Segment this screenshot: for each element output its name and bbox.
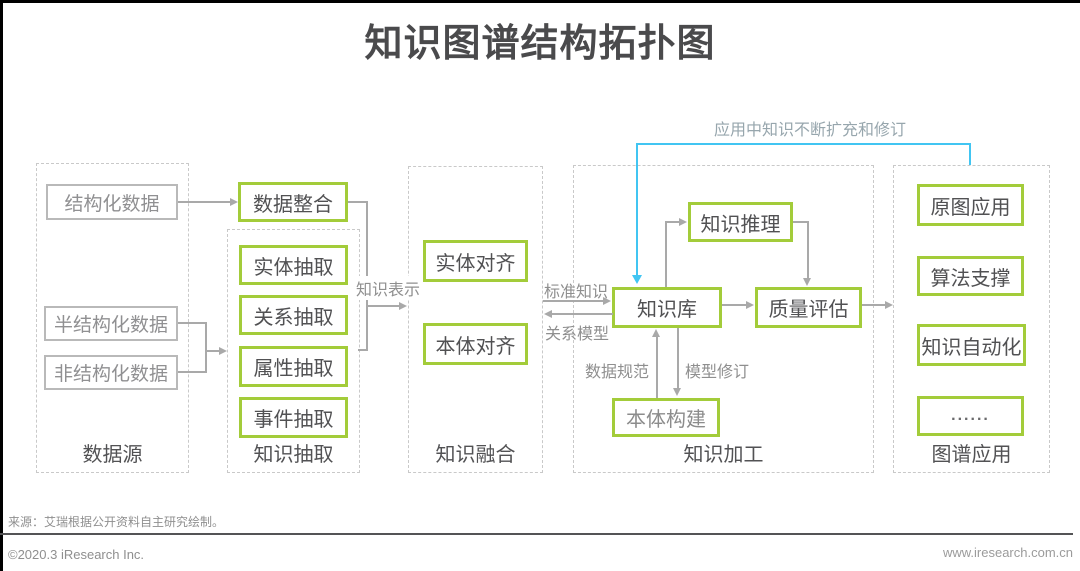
box-label: 知识推理 [700, 213, 781, 236]
section-knowledge-extraction: 知识抽取 [227, 229, 360, 473]
footer-divider [0, 533, 1073, 535]
edge-label-knowledge-representation: 知识表示 [354, 276, 423, 300]
box-label: 质量评估 [768, 299, 849, 321]
frame-border-top [0, 0, 1080, 3]
footer-copyright: ©2020.3 iResearch Inc. [8, 547, 145, 562]
box-label: 实体对齐 [435, 252, 516, 275]
connector-line [178, 371, 206, 373]
edge-label-standard-knowledge: 标准知识 [544, 284, 609, 301]
arrowhead-down-icon [673, 388, 681, 396]
box-quality-evaluation: 质量评估 [755, 287, 862, 328]
section-label-knowledge-extraction: 知识抽取 [253, 444, 334, 466]
edge-label-relation-model: 关系模型 [545, 326, 610, 343]
box-label: 事件抽取 [253, 409, 334, 431]
box-label: 原图应用 [930, 196, 1011, 219]
connector-line [656, 337, 658, 398]
section-data-source: 数据源 [36, 163, 189, 473]
feedback-line [636, 143, 971, 145]
box-ontology-construction: 本体构建 [612, 398, 720, 437]
connector-line [206, 350, 220, 352]
connector-line [722, 304, 747, 306]
arrowhead-down-icon [803, 278, 811, 286]
connector-line [366, 305, 400, 307]
arrowhead-right-icon [885, 301, 893, 309]
box-label: 非结构化数据 [53, 364, 168, 385]
arrowhead-right-icon [230, 198, 238, 206]
box-knowledge-automation: 知识自动化 [917, 324, 1026, 366]
connector-line [543, 300, 604, 302]
box-label: 结构化数据 [64, 193, 160, 215]
box-label: 实体抽取 [253, 256, 334, 279]
connector-line [677, 328, 679, 388]
section-knowledge-processing: 知识加工 [573, 165, 874, 473]
arrowhead-up-icon [652, 329, 660, 337]
connector-line [358, 349, 367, 351]
section-knowledge-fusion: 知识融合 [408, 166, 543, 473]
section-label-data-source: 数据源 [82, 444, 143, 466]
box-event-extraction: 事件抽取 [239, 397, 348, 438]
arrowhead-right-icon [746, 301, 754, 309]
feedback-label: 应用中知识不断扩充和修订 [713, 122, 906, 139]
footer-website: www.iresearch.com.cn [942, 545, 1073, 560]
arrowhead-right-icon [679, 218, 687, 226]
section-graph-application: 图谱应用 [893, 165, 1050, 473]
box-attribute-extraction: 属性抽取 [239, 346, 348, 387]
arrowhead-left-icon [544, 310, 552, 318]
box-label: 数据整合 [253, 193, 333, 216]
box-label: 半结构化数据 [53, 315, 168, 336]
arrowhead-right-icon [399, 302, 407, 310]
box-label: 知识库 [637, 299, 697, 321]
box-original-graph-application: 原图应用 [917, 184, 1024, 226]
section-label-knowledge-processing: 知识加工 [683, 444, 764, 466]
connector-line [862, 304, 886, 306]
box-ellipsis: ...... [917, 396, 1024, 436]
box-knowledge-reasoning: 知识推理 [688, 202, 793, 242]
feedback-arrowhead-down-icon [632, 275, 642, 284]
box-data-integration: 数据整合 [238, 182, 348, 222]
connector-line [348, 201, 368, 203]
box-label: ...... [951, 407, 990, 424]
connector-line [178, 322, 206, 324]
box-label: 本体对齐 [435, 335, 516, 358]
section-label-knowledge-fusion: 知识融合 [435, 444, 516, 466]
connector-line [178, 201, 231, 203]
box-algorithm-support: 算法支撑 [917, 256, 1024, 296]
page-title: 知识图谱结构拓扑图 [364, 23, 716, 65]
box-entity-alignment: 实体对齐 [423, 240, 528, 282]
feedback-line [969, 144, 971, 165]
arrowhead-right-icon [603, 297, 611, 305]
box-label: 关系抽取 [253, 306, 334, 329]
box-label: 算法支撑 [930, 267, 1011, 290]
connector-line [205, 322, 207, 373]
box-entity-extraction: 实体抽取 [239, 245, 348, 285]
box-unstructured-data: 非结构化数据 [44, 355, 178, 390]
connector-line [552, 313, 613, 315]
connector-line [793, 221, 809, 223]
box-semi-structured-data: 半结构化数据 [44, 306, 178, 341]
connector-line [807, 221, 809, 279]
box-structured-data: 结构化数据 [46, 184, 178, 220]
connector-line [665, 221, 667, 287]
box-label: 知识自动化 [921, 336, 1022, 359]
frame-border-left [0, 0, 3, 571]
box-relation-extraction: 关系抽取 [239, 295, 348, 335]
feedback-line [636, 143, 638, 276]
edge-label-data-specification: 数据规范 [585, 364, 650, 381]
box-knowledge-base: 知识库 [612, 287, 722, 328]
arrowhead-right-icon [219, 347, 227, 355]
box-label: 属性抽取 [253, 358, 334, 380]
section-label-graph-application: 图谱应用 [931, 444, 1012, 466]
edge-label-model-revision: 模型修订 [685, 364, 750, 381]
connector-line [666, 221, 680, 223]
box-label: 本体构建 [626, 409, 706, 431]
box-ontology-alignment: 本体对齐 [423, 323, 528, 365]
footer-source-note: 来源：艾瑞根据公开资料自主研究绘制。 [8, 515, 225, 529]
